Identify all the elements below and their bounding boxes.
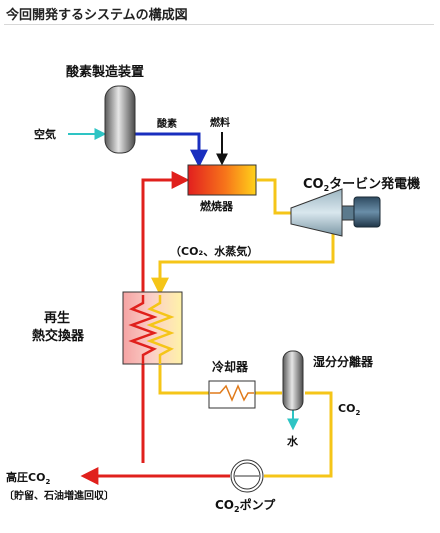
page-title: 今回開発するシステムの構成図 bbox=[6, 8, 188, 23]
regen-label-line1: 再生 bbox=[44, 310, 70, 326]
regen-hot-coil bbox=[128, 295, 158, 364]
regen-label-line2: 熱交換器 bbox=[32, 328, 85, 344]
pump-label-sub: 2 bbox=[234, 505, 240, 514]
exhaust-return-line bbox=[151, 232, 335, 296]
title-divider bbox=[4, 24, 434, 25]
pump-label-co: CO bbox=[215, 498, 234, 512]
regen-exhaust-coil bbox=[146, 295, 175, 364]
recycle-co2-line bbox=[141, 171, 190, 463]
combustor-label: 燃焼器 bbox=[199, 199, 234, 213]
fuel-label: 燃料 bbox=[210, 116, 230, 129]
hp-label-sub: 2 bbox=[45, 478, 50, 486]
water-label: 水 bbox=[287, 434, 299, 448]
combustor-to-turbine-line bbox=[257, 178, 291, 215]
turbine-shaft bbox=[341, 205, 355, 221]
combustor bbox=[187, 164, 257, 196]
exhaust-label: （CO₂、水蒸気） bbox=[170, 244, 258, 258]
co2-label-sub: 2 bbox=[355, 409, 360, 417]
oxygen-flow-line bbox=[134, 132, 208, 168]
high-pressure-co2-note: 〔貯留、石油増進回収〕 bbox=[4, 489, 114, 502]
turbine-label-co: CO bbox=[303, 177, 324, 192]
turbine-label: CO2タービン発電機 bbox=[303, 176, 420, 193]
regenerative-heat-exchanger bbox=[122, 291, 183, 365]
turbine bbox=[290, 188, 343, 237]
oxygen-label: 酸素 bbox=[157, 117, 177, 130]
air-label: 空気 bbox=[34, 127, 56, 141]
hp-label-main: 高圧CO bbox=[6, 470, 45, 484]
pump-label: CO2ポンプ bbox=[215, 497, 276, 514]
co2-pump-inner bbox=[233, 462, 261, 490]
co2-label: CO2 bbox=[338, 402, 360, 417]
separator-to-pump-line bbox=[264, 391, 333, 478]
oxygen-plant-label: 酸素製造装置 bbox=[66, 64, 144, 80]
cooler-label: 冷却器 bbox=[212, 359, 249, 374]
cooler-coil bbox=[210, 384, 254, 402]
turbine-label-sub: 2 bbox=[324, 184, 330, 193]
separator-label: 湿分分離器 bbox=[313, 354, 374, 369]
moisture-separator bbox=[282, 350, 304, 411]
co2-label-co: CO bbox=[338, 402, 355, 415]
high-pressure-co2-label: 高圧CO2 bbox=[6, 470, 50, 486]
pump-label-rest: ポンプ bbox=[240, 497, 277, 512]
turbine-label-rest: タービン発電機 bbox=[329, 176, 420, 192]
oxygen-plant bbox=[104, 85, 136, 154]
cooler bbox=[208, 380, 256, 409]
generator bbox=[353, 196, 381, 228]
